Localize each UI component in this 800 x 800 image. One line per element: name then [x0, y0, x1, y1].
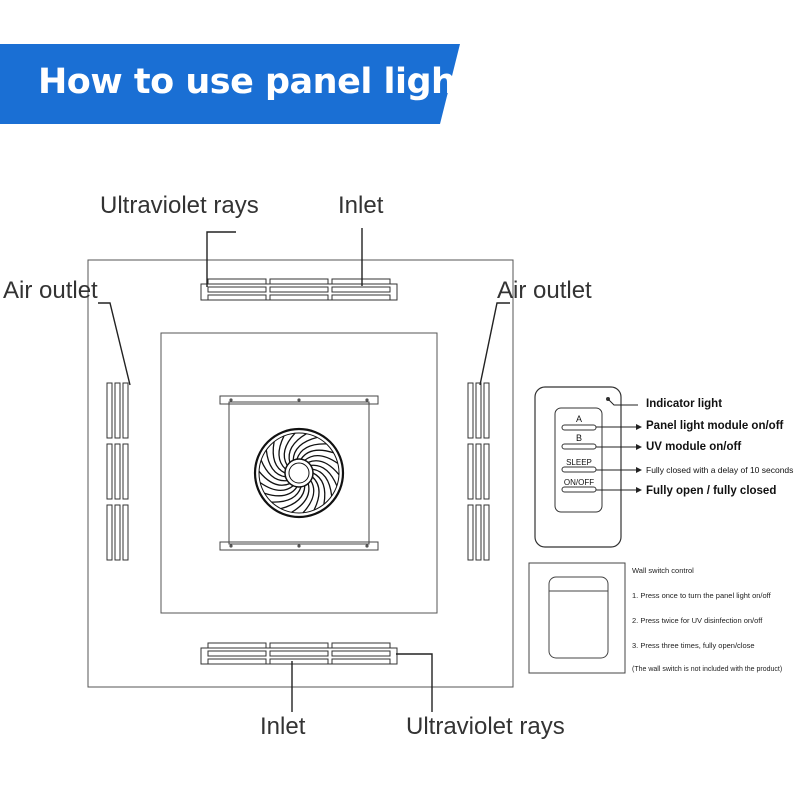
fan-icon: [253, 427, 345, 519]
label-button-b: UV module on/off: [646, 441, 742, 453]
remote-button-sleep-label: SLEEP: [566, 458, 592, 467]
label-button-sleep: Fully closed with a delay of 10 seconds: [646, 465, 794, 475]
label-air-outlet-right: Air outlet: [497, 277, 592, 304]
label-button-onoff: Fully open / fully closed: [646, 485, 777, 497]
fan-blade: [300, 449, 334, 460]
label-inlet-bottom: Inlet: [260, 713, 306, 740]
wall-switch-title: Wall switch control: [632, 566, 694, 575]
remote-button-panel: [554, 407, 603, 513]
remote-body: [534, 386, 622, 548]
remote-button-onoff-label: ON/OFF: [564, 478, 594, 487]
panel-outer-frame: [87, 259, 514, 688]
remote-button-sleep[interactable]: [561, 466, 597, 473]
fan-blade: [304, 455, 339, 464]
label-ultraviolet-bottom: Ultraviolet rays: [406, 713, 565, 740]
page-title: How to use panel light: [38, 62, 472, 102]
fan-blade: [280, 485, 306, 510]
wall-switch-step-3: 3. Press three times, fully open/close: [632, 641, 755, 650]
fan-blade: [311, 476, 320, 511]
fan-blade: [283, 432, 296, 466]
bottom-vent-slots: [207, 642, 391, 665]
fan-plate: [228, 401, 370, 545]
fan-blade: [310, 464, 338, 487]
fan-blade: [260, 459, 288, 482]
panel-inner-frame: [160, 332, 438, 614]
label-inlet-top: Inlet: [338, 192, 384, 219]
fan-blade: [259, 482, 294, 491]
label-button-a: Panel light module on/off: [646, 420, 784, 432]
banner-shape: [0, 44, 460, 124]
wall-switch-button: [548, 576, 609, 659]
wall-switch-step-1: 1. Press once to turn the panel light on…: [632, 591, 771, 600]
remote-button-b[interactable]: [561, 443, 597, 450]
fan-blade: [302, 480, 315, 514]
fan-blade: [288, 433, 307, 463]
top-vent-slots: [207, 278, 391, 301]
fan-plate-bottom-rail: [219, 541, 379, 551]
fan-plate-top-rail: [219, 395, 379, 405]
remote-button-a[interactable]: [561, 424, 597, 431]
fan-blade: [312, 472, 326, 505]
fan-blade: [271, 486, 302, 503]
remote-button-a-label: A: [576, 414, 582, 424]
fan-blade: [265, 449, 286, 478]
fan-blade: [292, 436, 318, 461]
wall-switch-step-2: 2. Press twice for UV disinfection on/of…: [632, 616, 763, 625]
fan-blade: [258, 470, 291, 486]
fan-blade: [296, 443, 327, 460]
wall-switch-plate: [528, 562, 626, 674]
label-indicator-light: Indicator light: [646, 398, 723, 410]
label-air-outlet-left: Air outlet: [3, 277, 98, 304]
right-air-outlet-vent: [467, 382, 490, 561]
remote-connectors: [596, 398, 640, 491]
left-air-outlet-vent: [106, 382, 129, 561]
fan-blade: [312, 468, 333, 497]
fan-blade: [264, 486, 298, 497]
wall-switch-note: (The wall switch is not included with th…: [632, 666, 783, 673]
fan-blade: [291, 483, 310, 513]
fan-blade: [278, 435, 287, 470]
remote-button-b-label: B: [576, 433, 582, 443]
fan-blade: [307, 460, 340, 476]
leader-lines: [98, 228, 510, 712]
remote-button-onoff[interactable]: [561, 486, 597, 493]
fan-blade: [272, 441, 286, 474]
label-ultraviolet-top: Ultraviolet rays: [100, 192, 259, 219]
